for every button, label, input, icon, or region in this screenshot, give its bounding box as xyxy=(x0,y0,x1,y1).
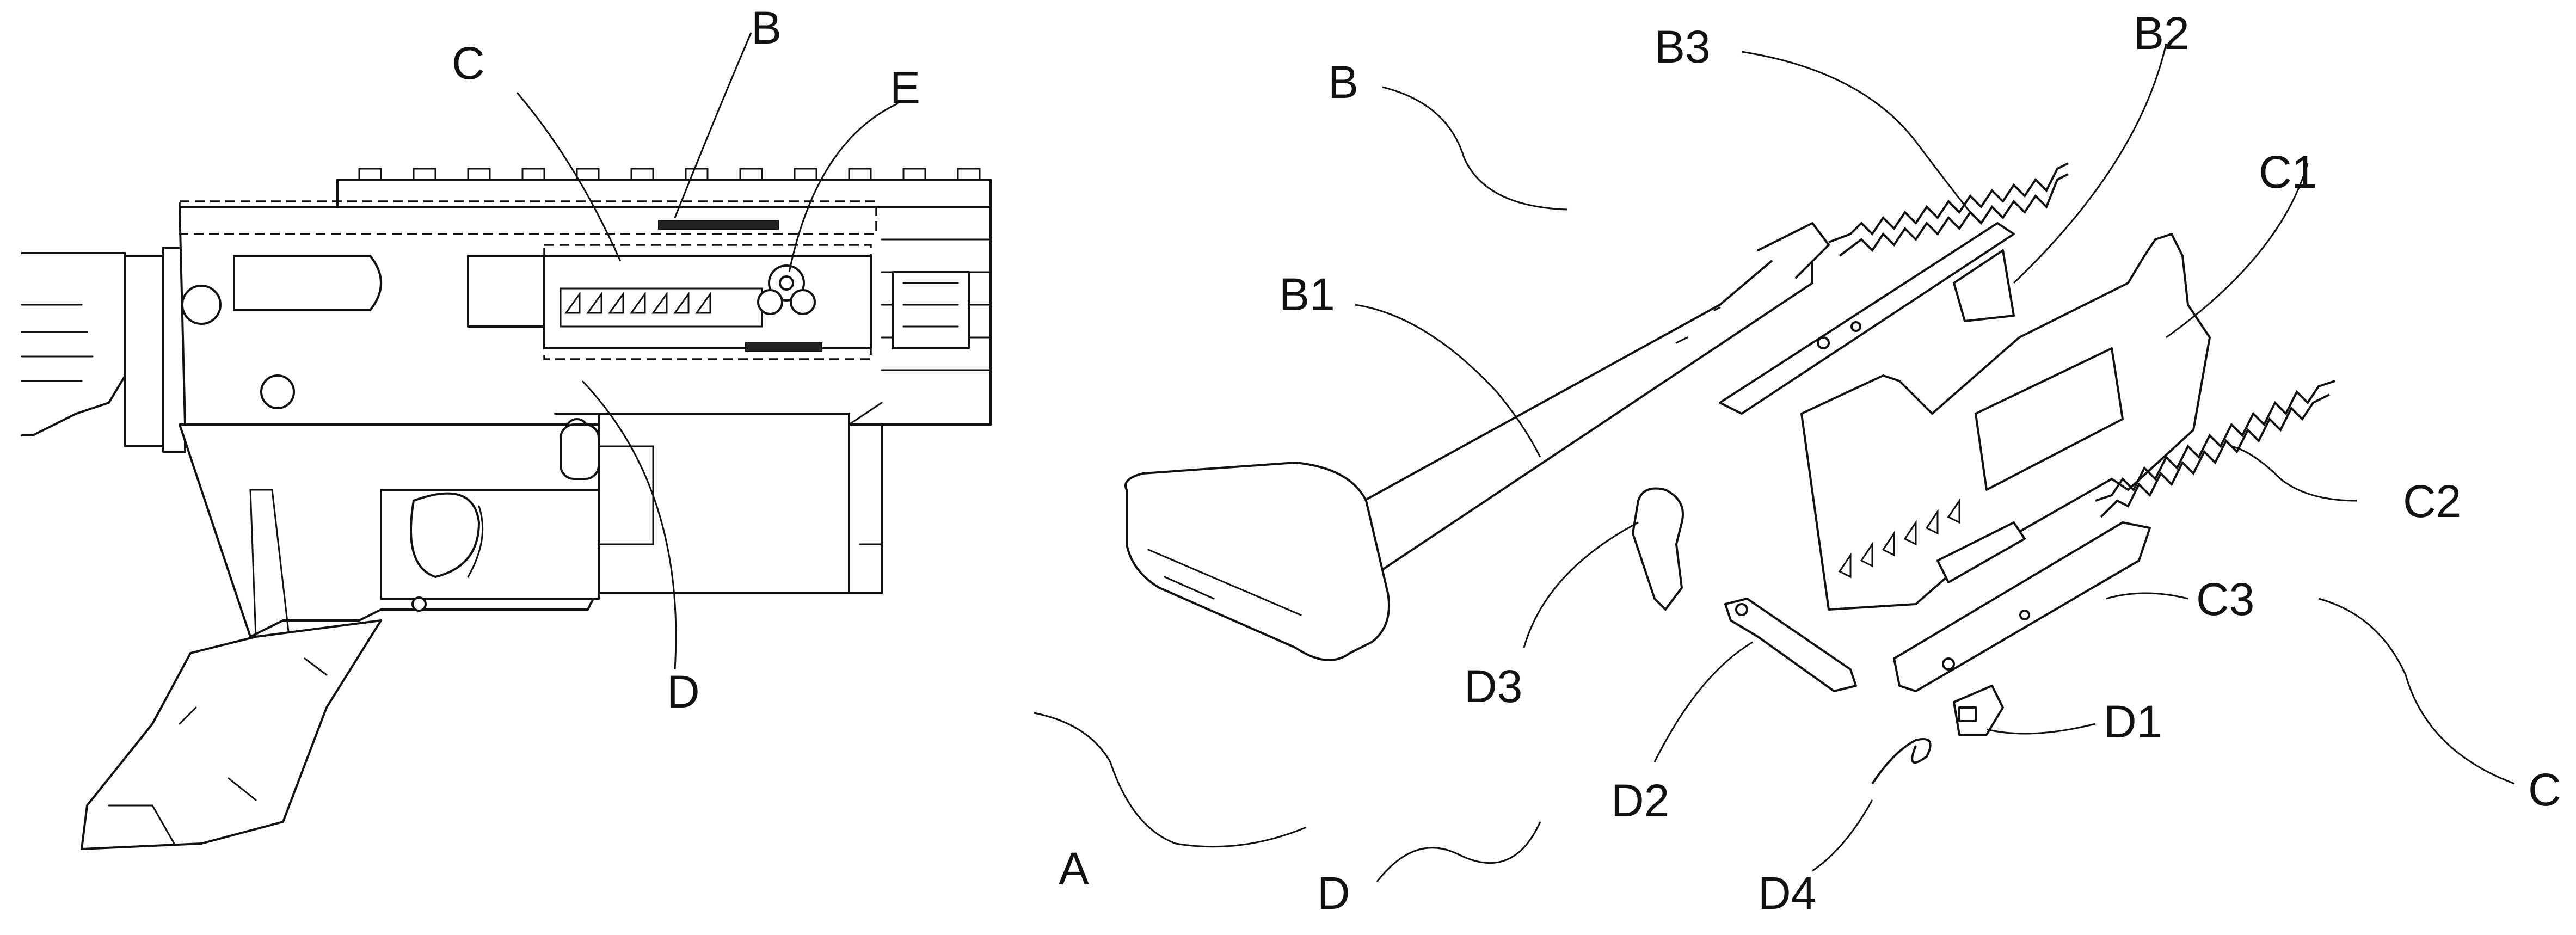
label-d2: D2 xyxy=(1611,775,1669,826)
label-a-assembled: A xyxy=(1059,843,1089,894)
label-c: C xyxy=(2528,764,2561,815)
label-d: D xyxy=(1317,868,1350,919)
label-b1: B1 xyxy=(1279,269,1335,320)
part-d3-catch xyxy=(1633,489,1683,610)
part-d1-latch xyxy=(1954,686,2003,735)
label-e-assembled: E xyxy=(890,62,920,113)
label-b2: B2 xyxy=(2134,8,2190,59)
part-b1-charging-handle xyxy=(1126,223,1829,660)
label-c3: C3 xyxy=(2196,574,2254,625)
part-b3-spring xyxy=(1829,163,2068,256)
label-d4: D4 xyxy=(1758,868,1816,919)
label-c2: C2 xyxy=(2403,476,2461,527)
part-d2-lever xyxy=(1725,599,1856,691)
label-b-assembled: B xyxy=(751,2,782,53)
part-d4-spring xyxy=(1872,739,1931,784)
label-c1: C1 xyxy=(2259,146,2317,198)
label-d1: D1 xyxy=(2104,696,2162,747)
assembly-c-rack xyxy=(544,256,871,348)
label-b: B xyxy=(1328,57,1358,108)
exploded-view: B B3 B2 B1 C1 C2 C3 C D3 D2 D1 D4 D xyxy=(1126,8,2561,919)
label-b3: B3 xyxy=(1655,21,1711,72)
label-d-assembled: D xyxy=(667,666,700,717)
assembled-rifle-view: B C E D A xyxy=(22,2,1306,894)
label-c-assembled: C xyxy=(452,38,485,89)
buttstock xyxy=(22,248,185,452)
label-d3: D3 xyxy=(1464,661,1522,712)
